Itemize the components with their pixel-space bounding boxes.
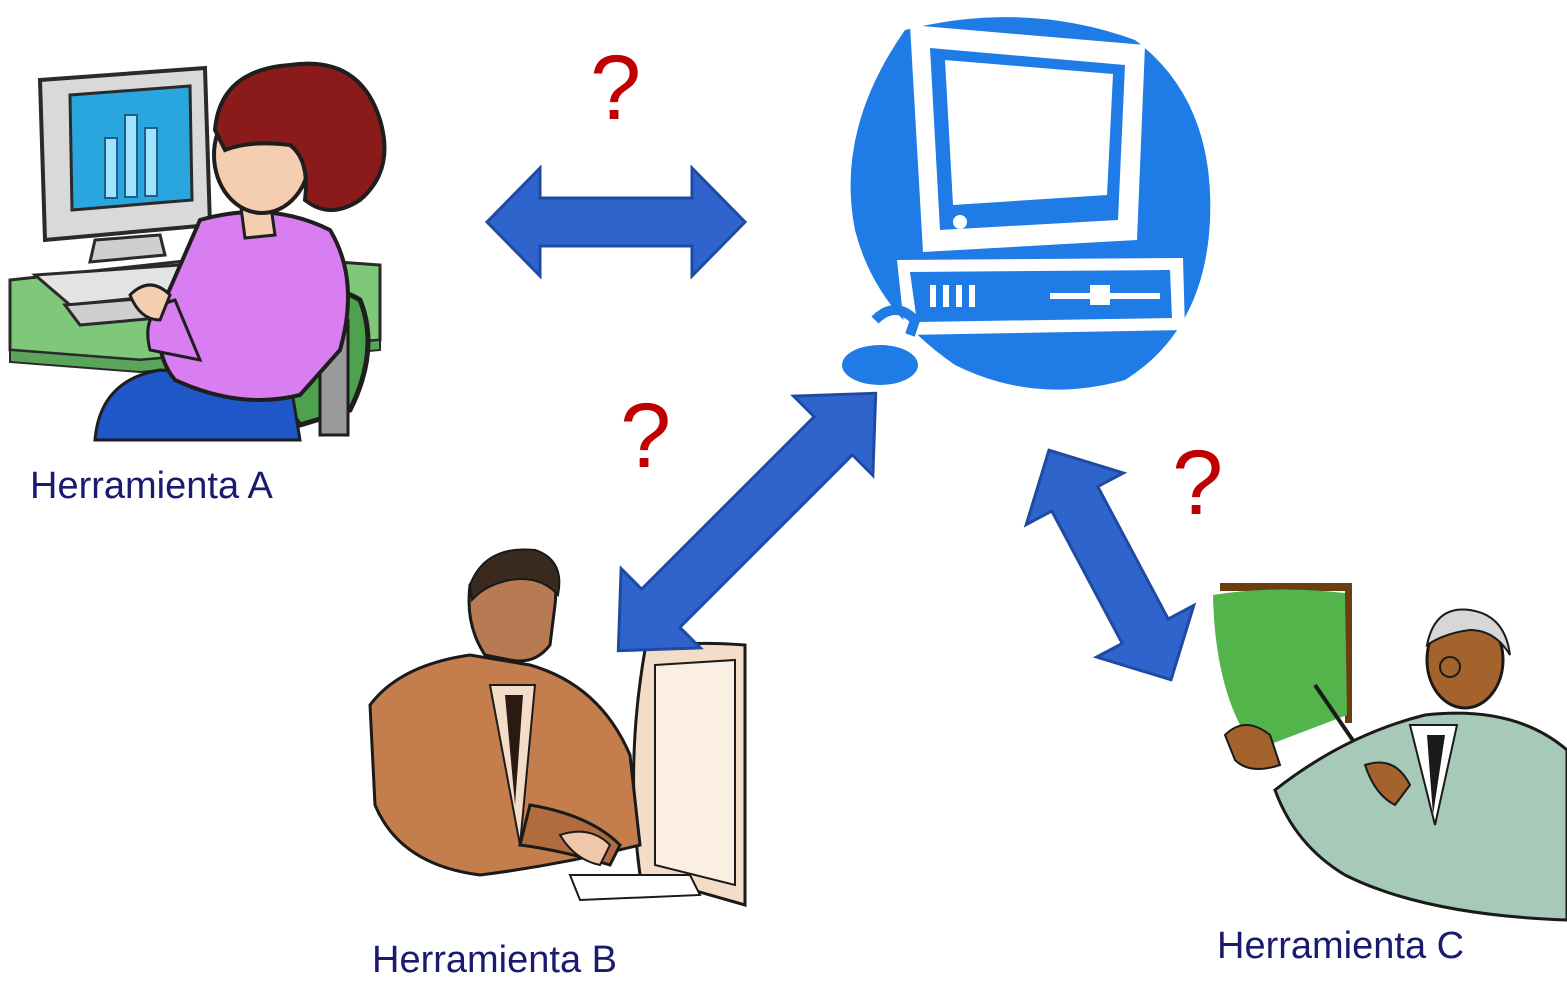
presenter-illustration [1213, 583, 1567, 922]
man-at-computer-illustration [368, 548, 747, 907]
question-mark-c: ? [1172, 432, 1224, 534]
label-herramienta-c: Herramienta C [1217, 925, 1465, 967]
label-herramienta-a: Herramienta A [30, 465, 273, 507]
label-herramienta-b: Herramienta B [372, 939, 617, 981]
question-mark-b: ? [620, 385, 672, 487]
woman-at-computer-illustration [8, 61, 387, 442]
computer-icon [842, 17, 1211, 390]
question-mark-a: ? [590, 37, 642, 139]
